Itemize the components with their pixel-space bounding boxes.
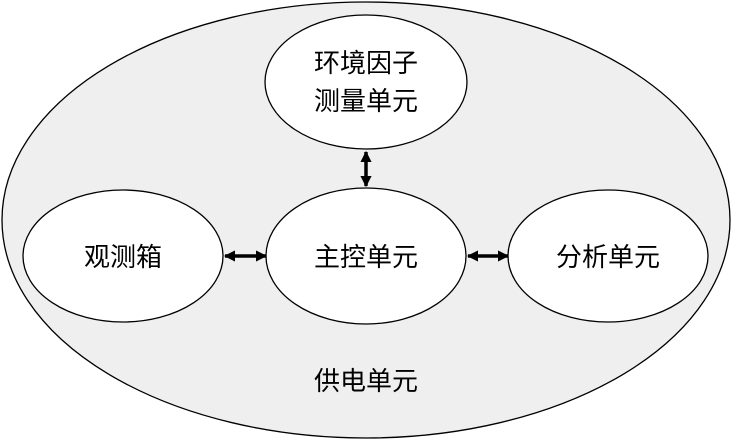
env-unit-label-line2: 测量单元 <box>314 87 418 117</box>
observation-box-ellipse <box>22 189 224 323</box>
env-unit-ellipse <box>264 14 468 150</box>
env-unit-label-line1: 环境因子 <box>314 49 418 79</box>
power-unit-label: 供电单元 <box>314 367 418 397</box>
main-control-label: 主控单元 <box>314 243 418 273</box>
analysis-unit-label: 分析单元 <box>556 243 660 273</box>
observation-box-label: 观测箱 <box>84 243 162 273</box>
